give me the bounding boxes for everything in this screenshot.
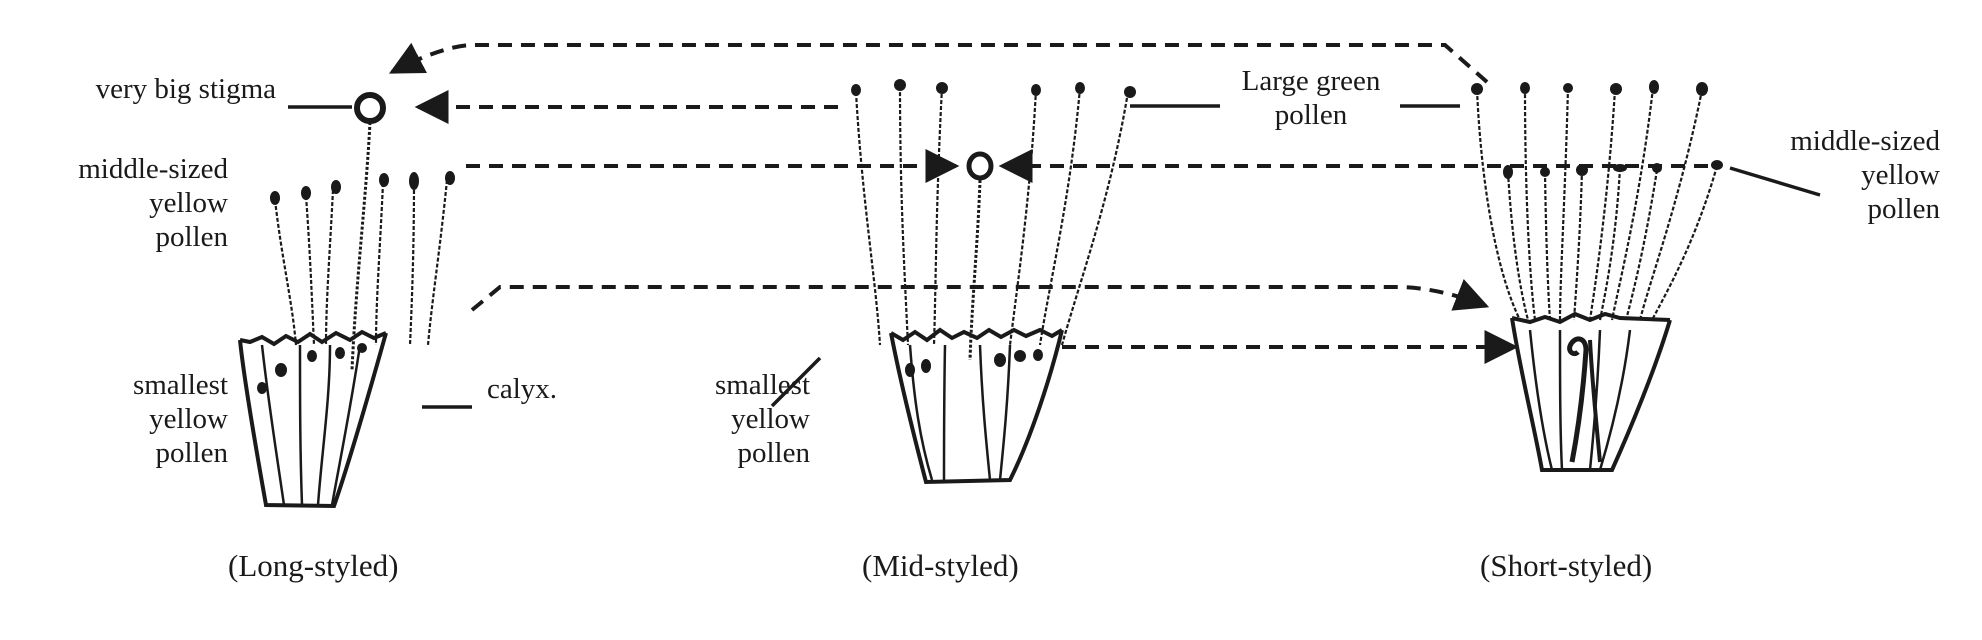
label-line: yellow [149, 187, 228, 219]
label-large-green-pollen: Large green pollen [1222, 64, 1400, 132]
arrow-long-to-short [470, 279, 1490, 312]
label-calyx: calyx. [487, 372, 557, 406]
label-line: middle-sized [1790, 125, 1940, 157]
mid-styled-flower [851, 79, 1136, 485]
label-line: middle-sized [78, 153, 228, 185]
label-short-middle-pollen: middle-sized yellow pollen [1740, 124, 1940, 226]
label-very-big-stigma: very big stigma [36, 72, 276, 106]
label-line: yellow [731, 403, 810, 435]
label-line: Large green [1241, 65, 1381, 97]
leader-lines [288, 104, 1821, 409]
label-line: pollen [155, 221, 229, 253]
mid-stigma-icon [966, 151, 994, 181]
label-line: smallest [714, 369, 810, 401]
label-line: pollen [155, 437, 229, 469]
label-line: pollen [1867, 193, 1941, 225]
long-stigma-icon [354, 92, 386, 124]
label-long-middle-pollen: middle-sized yellow pollen [30, 152, 228, 254]
label-long-smallest-pollen: smallest yellow pollen [60, 368, 228, 470]
label-text: very big stigma [95, 73, 276, 105]
label-line: smallest [132, 369, 228, 401]
leader-short-middle-pollen [1729, 166, 1821, 197]
pollination-arrows [388, 42, 1708, 364]
long-styled-flower [238, 92, 455, 509]
short-stigma-icon [1567, 336, 1589, 463]
label-line: yellow [149, 403, 228, 435]
label-line: yellow [1861, 159, 1940, 191]
caption-mid-styled: (Mid-styled) [862, 548, 1019, 583]
arrow-short-to-long [388, 42, 1489, 84]
caption-short-styled: (Short-styled) [1480, 548, 1653, 583]
label-line: pollen [737, 437, 811, 469]
label-line: pollen [1274, 99, 1348, 131]
label-text: calyx. [487, 373, 558, 405]
leader-mid-smallest-pollen [770, 356, 822, 408]
caption-long-styled: (Long-styled) [228, 548, 399, 583]
label-mid-smallest-pollen: smallest yellow pollen [690, 368, 810, 470]
short-styled-flower [1471, 80, 1723, 472]
